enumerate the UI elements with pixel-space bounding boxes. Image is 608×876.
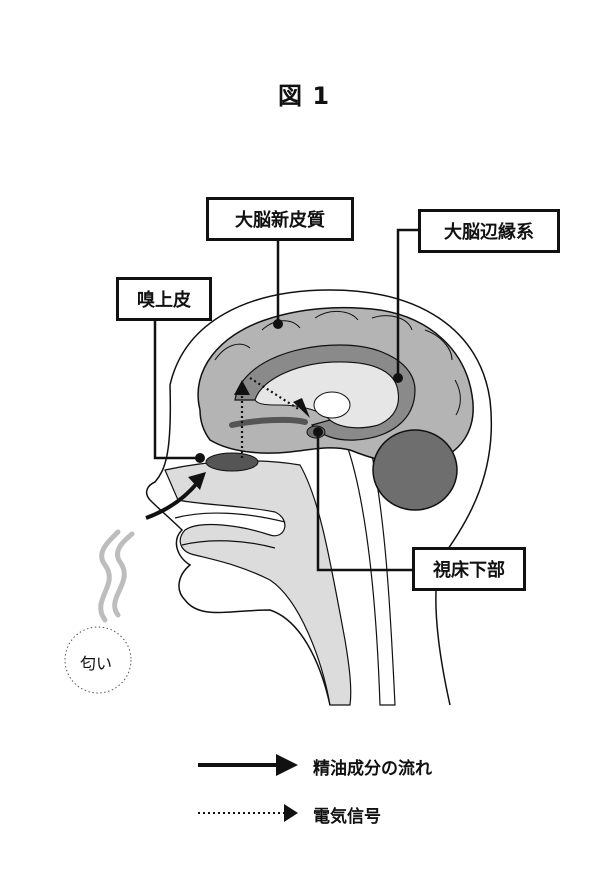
oil-flow-arrow: [145, 480, 200, 520]
olfactory-epithelium: [205, 452, 259, 472]
label-limbic: 大脳辺縁系: [418, 209, 560, 253]
leader-olfactory: [153, 320, 198, 460]
figure-title: 図 1: [277, 82, 331, 110]
nasal-cavity: [164, 460, 352, 706]
oil-flow-arrow-head: [188, 472, 206, 490]
dot-neocortex: [273, 319, 283, 329]
smell-source-circle: [64, 626, 132, 694]
legend-solid-arrow-head: [276, 754, 298, 776]
smell-vapor-1: [98, 529, 121, 623]
turbinate-2: [181, 540, 276, 549]
smell-label: 匂い: [80, 654, 113, 673]
dot-limbic: [393, 373, 403, 383]
dot-olfactory: [195, 453, 205, 463]
leader-hypothalamus: [316, 432, 412, 572]
signal-arrow-diag-head: [293, 398, 310, 418]
dot-hypothalamus: [313, 427, 323, 437]
legend-oil-flow: 精油成分の流れ: [313, 759, 432, 779]
olfactory-tract: [229, 416, 308, 428]
smell-vapor-2: [112, 531, 135, 618]
signal-arrow-up-head: [234, 380, 250, 395]
thalamus: [313, 391, 351, 419]
leader-limbic: [396, 228, 418, 378]
label-olfactory-epithelium: 嗅上皮: [116, 277, 212, 321]
label-hypothalamus: 視床下部: [412, 547, 526, 591]
brainstem: [343, 438, 396, 706]
legend-dotted-arrow-head: [284, 804, 298, 822]
cerebellum: [372, 429, 458, 511]
turbinate-1: [174, 512, 286, 523]
legend-electric-signal: 電気信号: [313, 807, 381, 827]
label-neocortex: 大脳新皮質: [206, 197, 354, 241]
